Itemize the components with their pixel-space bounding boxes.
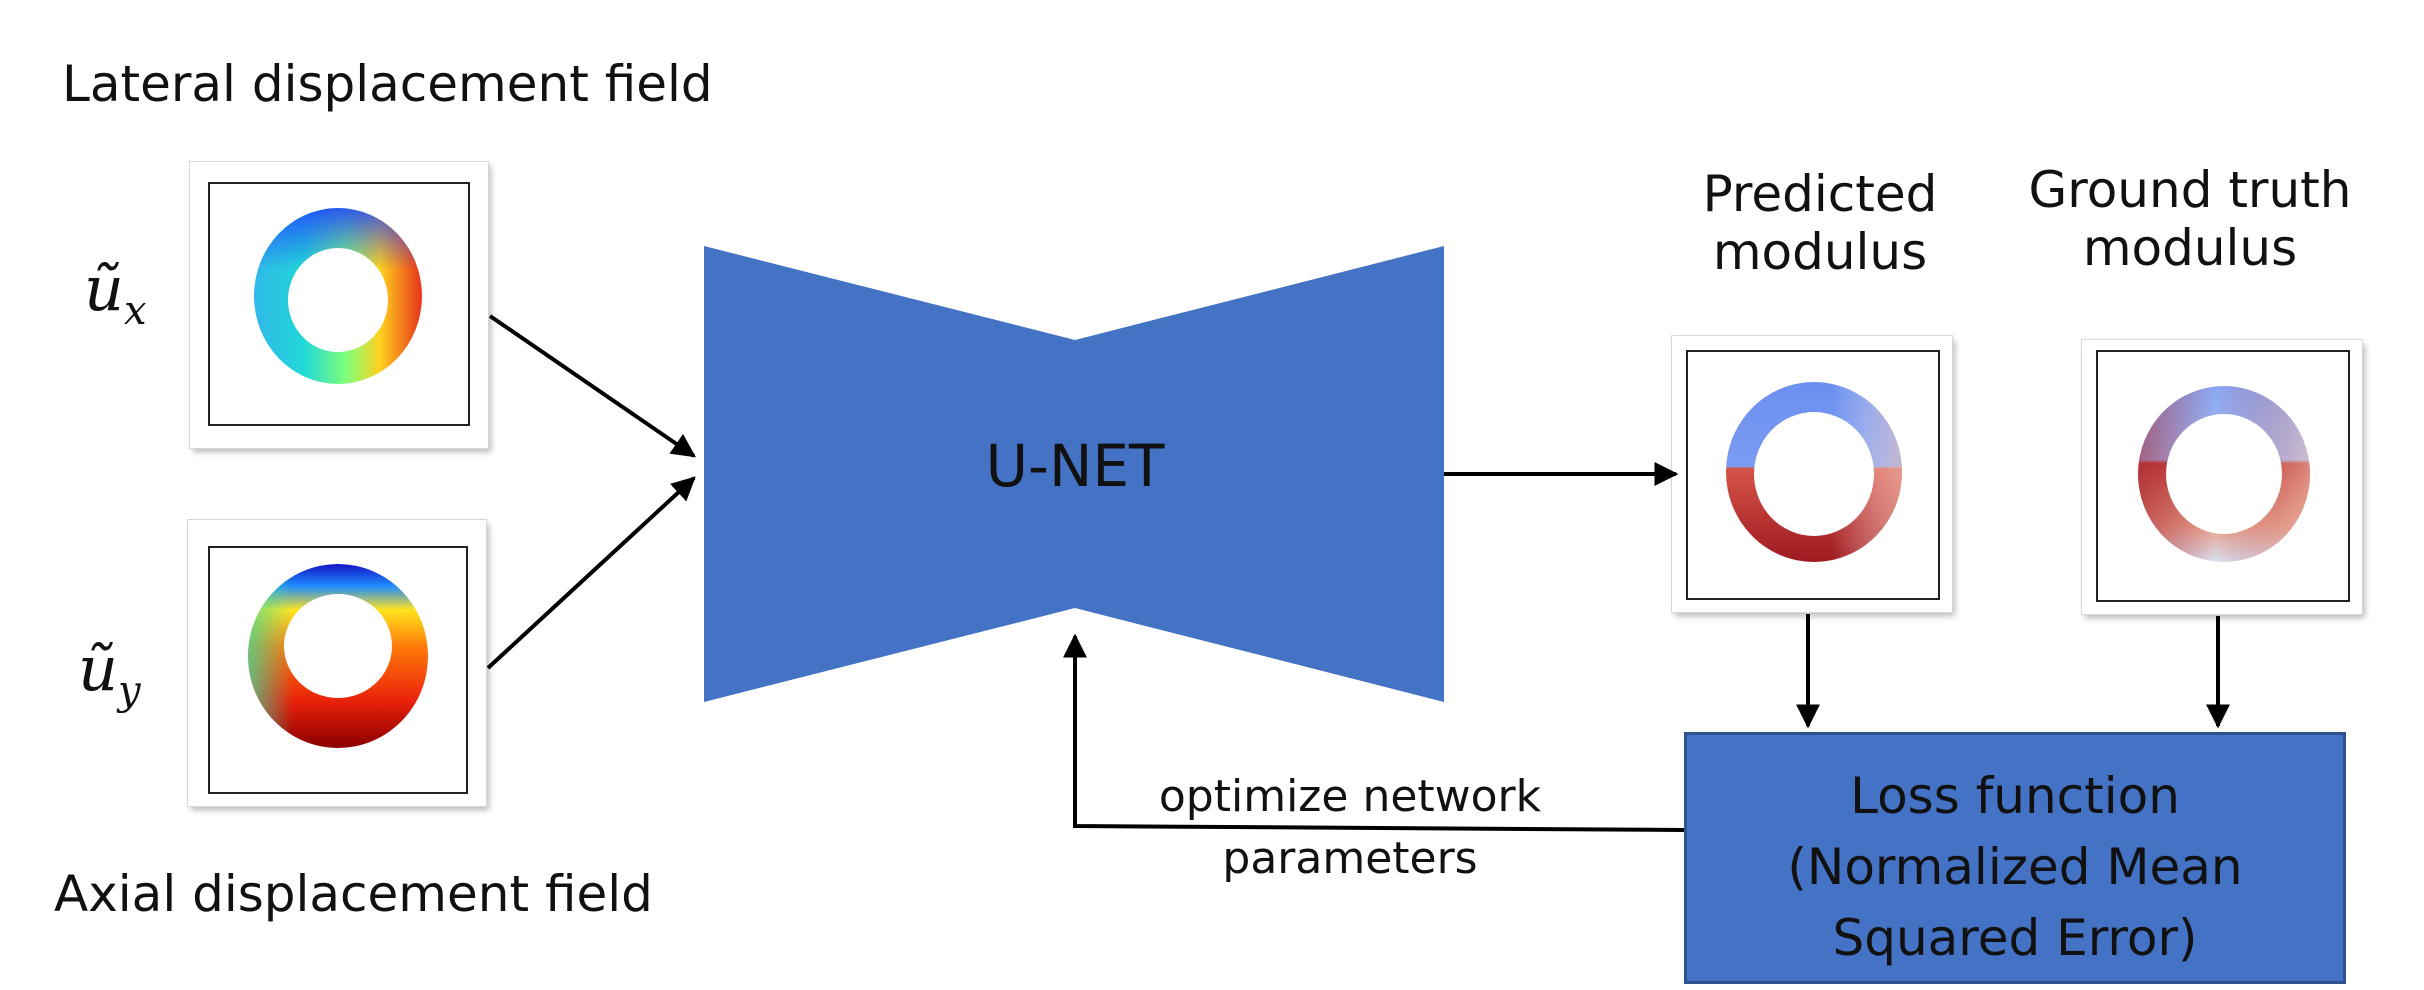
feedback-line1: optimize network: [1158, 771, 1542, 822]
predicted-title-line2: modulus: [1712, 222, 1928, 281]
uy-symbol: ũy: [78, 632, 141, 714]
loss-line3: Squared Error): [1832, 909, 2198, 967]
lateral-ring-plot: [254, 208, 422, 384]
uy-base: ũ: [78, 632, 118, 705]
ground-truth-ring-plot: [2138, 386, 2310, 562]
ux-subscript: x: [123, 288, 147, 334]
axial-field-title: Axial displacement field: [54, 865, 653, 923]
ux-base: ũ: [84, 252, 124, 325]
loss-function-box: Loss function (Normalized Mean Squared E…: [1684, 732, 2346, 984]
feedback-label: optimize network parameters: [1140, 766, 1560, 889]
ground-truth-title-line1: Ground truth: [2028, 161, 2352, 219]
lateral-field-title: Lateral displacement field: [62, 55, 713, 113]
lateral-displacement-image: [190, 162, 488, 448]
ground-truth-title-line2: modulus: [2082, 218, 2298, 277]
axial-ring-plot: [248, 564, 428, 748]
ground-truth-modulus-image: [2082, 340, 2362, 614]
predicted-ring-plot: [1726, 382, 1902, 562]
uy-subscript: y: [117, 668, 141, 714]
predicted-title: Predicted modulus: [1680, 165, 1960, 281]
feedback-line2: parameters: [1222, 832, 1478, 884]
predicted-modulus-image: [1672, 336, 1952, 612]
unet-shape: [704, 246, 1444, 702]
predicted-title-line1: Predicted: [1702, 165, 1938, 223]
loss-line2: (Normalized Mean: [1787, 838, 2243, 896]
unet-label: U-NET: [985, 432, 1165, 500]
ground-truth-title: Ground truth modulus: [2020, 161, 2360, 277]
axial-displacement-image: [188, 520, 486, 806]
loss-function-text: Loss function (Normalized Mean Squared E…: [1687, 761, 2343, 974]
loss-line1: Loss function: [1850, 767, 2180, 825]
ux-symbol: ũx: [84, 252, 147, 334]
